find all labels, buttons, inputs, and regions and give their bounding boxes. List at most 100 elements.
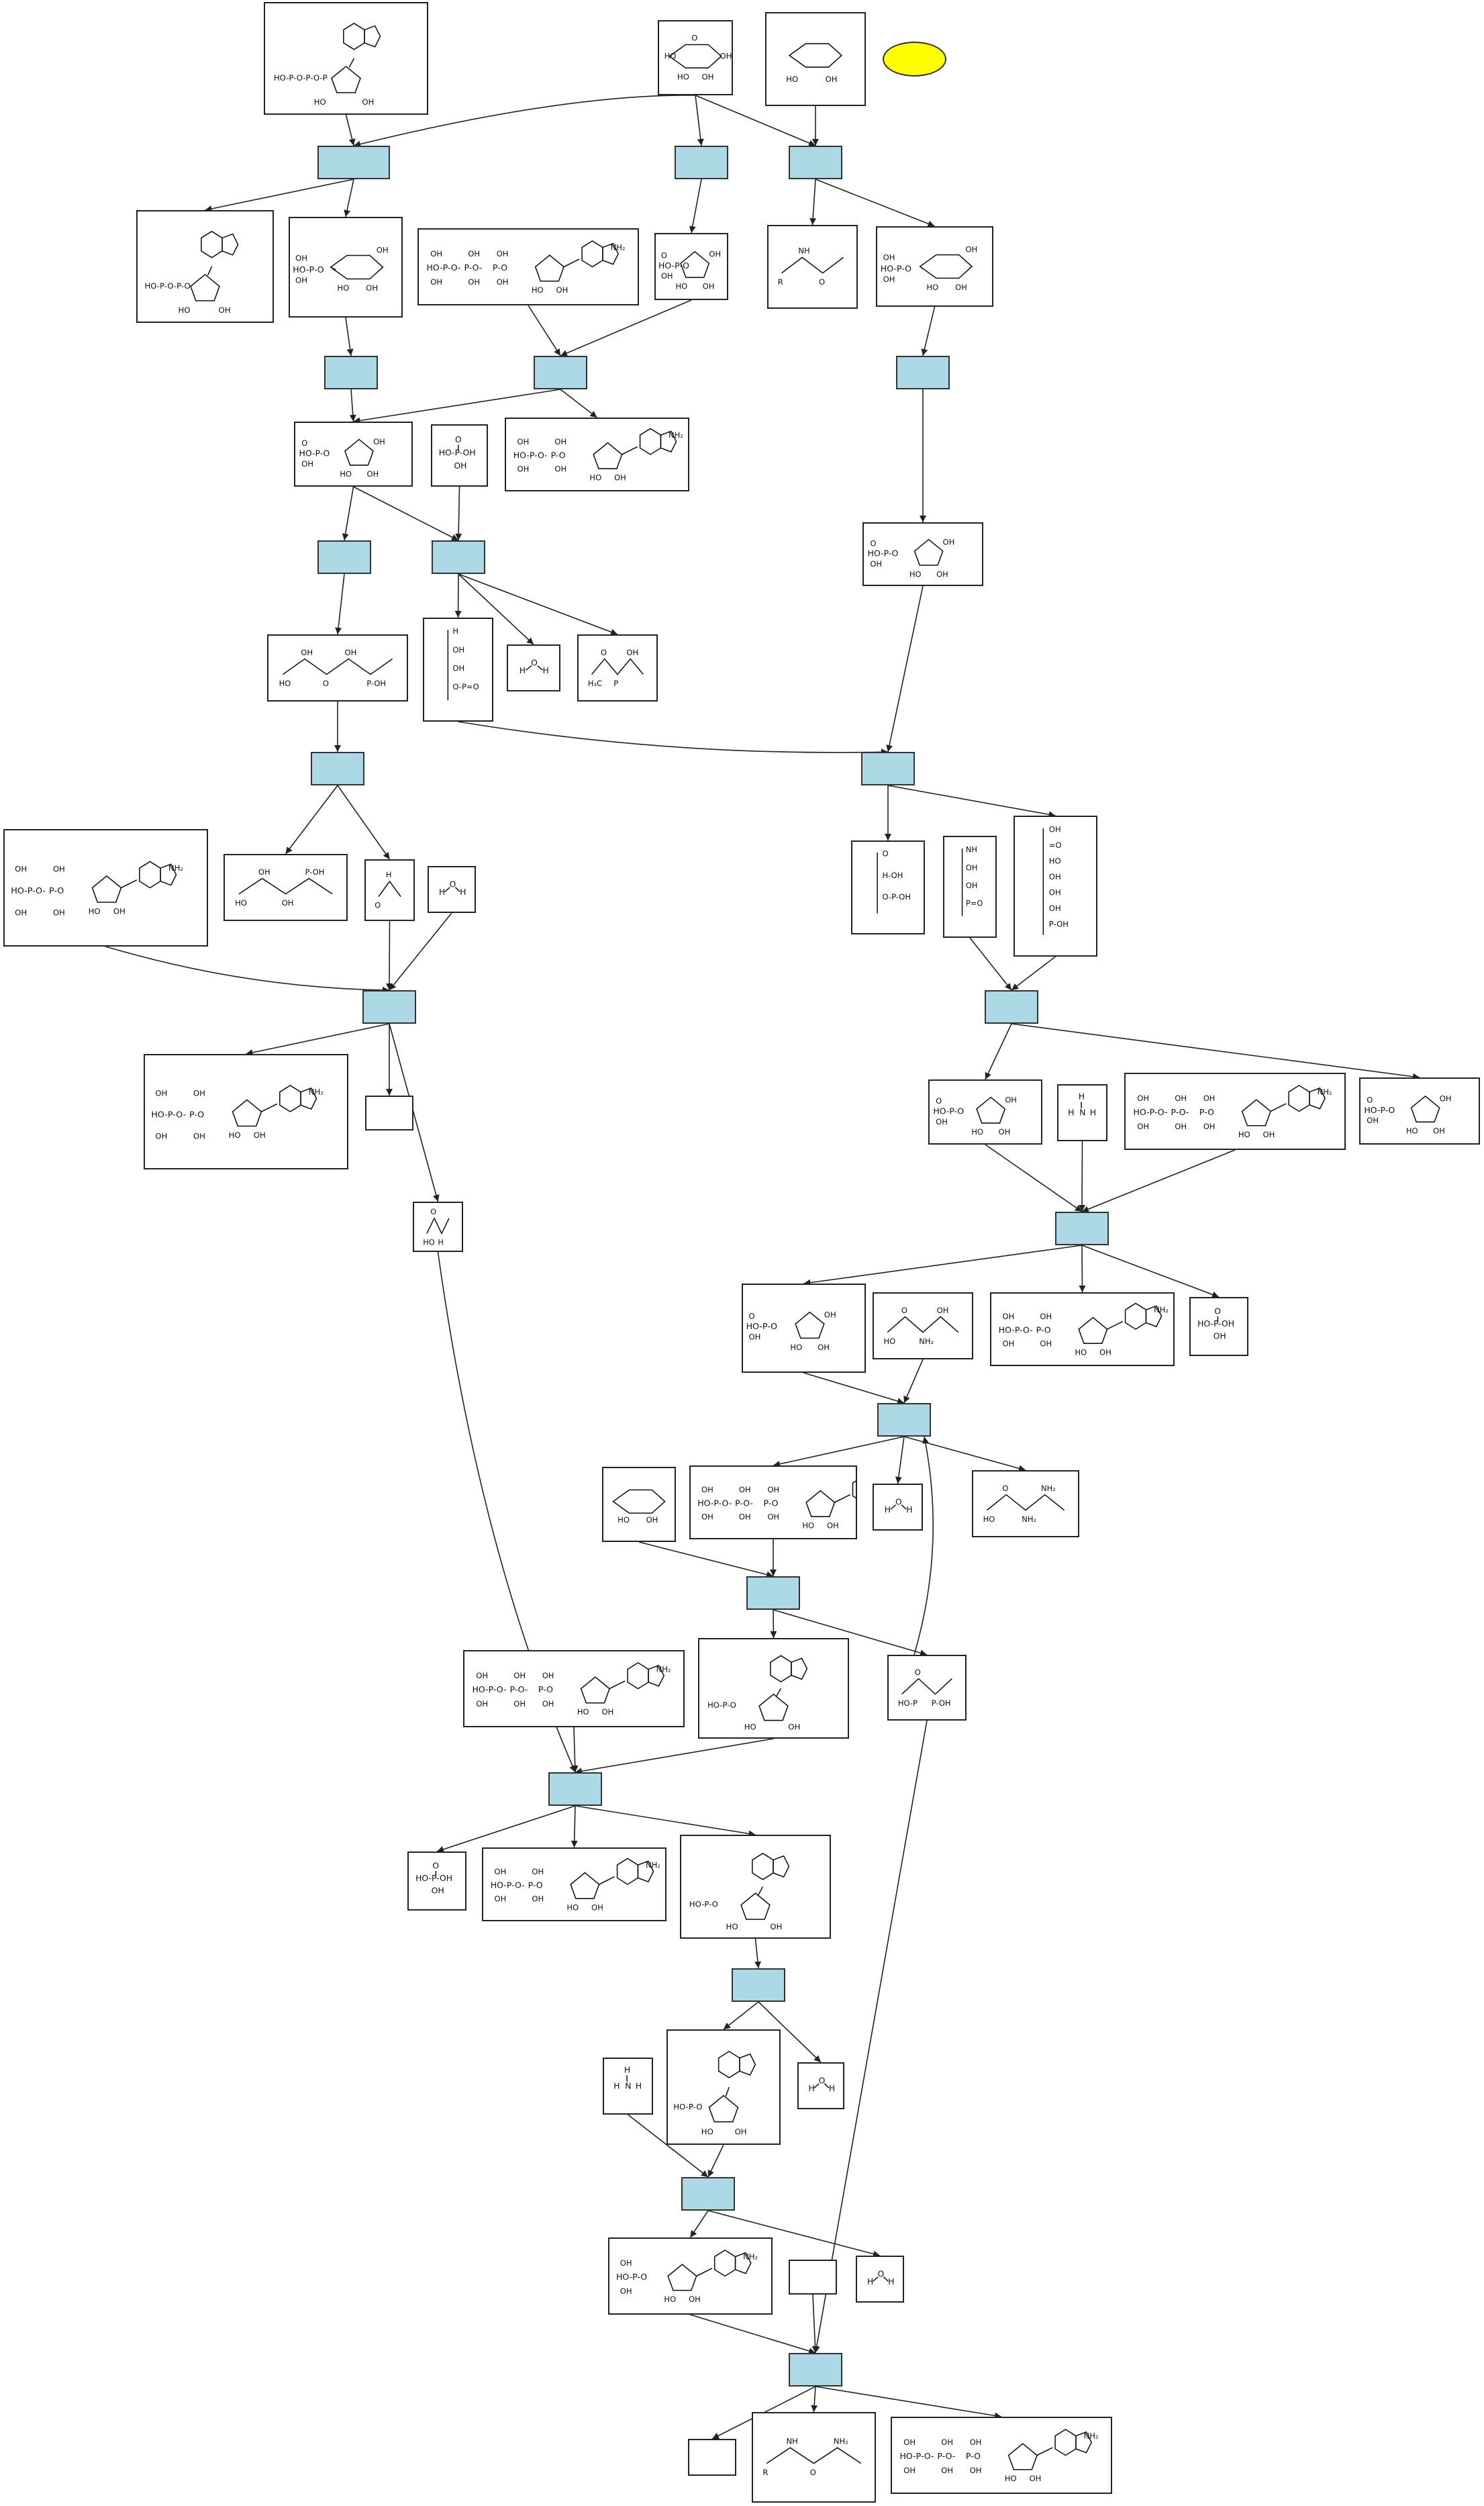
svg-text:OH: OH [970,2466,982,2475]
svg-text:P-OH: P-OH [366,679,386,688]
reaction-edge [886,585,924,753]
reaction-r01072-node[interactable] [877,1403,931,1437]
compound-blank-box[interactable] [688,2439,736,2476]
reaction-edge [1011,956,1056,991]
reaction-edge [436,1805,576,1853]
reaction-r01127-node[interactable] [732,1968,785,2002]
reaction-r06590-node[interactable] [985,990,1038,1024]
reaction-edge [353,95,696,148]
highlight-compound-ellipse[interactable] [883,42,946,77]
svg-text:HO-P-OH: HO-P-OH [439,448,476,458]
reaction-edge [815,179,935,227]
reaction-r00181-node[interactable] [681,2177,735,2211]
svg-text:O-P-OH: O-P-OH [883,892,911,902]
compound-c04051-box[interactable]: HO OH [602,1467,676,1542]
reaction-r01053-node[interactable] [1055,1212,1109,1245]
svg-text:OH: OH [646,1515,658,1525]
reaction-r03876-node[interactable] [789,2353,842,2387]
reaction-r00761-node[interactable] [432,540,485,574]
reaction-r02738-node[interactable] [789,146,842,179]
svg-text:NH₂: NH₂ [919,1337,934,1346]
svg-text:HO: HO [617,1515,630,1525]
reaction-edge [560,299,692,356]
compound-blank-box[interactable] [789,2260,837,2295]
reaction-r00771-node[interactable] [324,356,378,389]
reaction-r04378-node[interactable] [746,1576,800,1610]
svg-text:P-OH: P-OH [932,1698,951,1708]
reaction-r00307-node[interactable] [675,146,728,179]
svg-text:OH: OH [903,2438,916,2447]
svg-text:O-P=O: O-P=O [452,682,479,691]
svg-text:O: O [661,251,667,260]
svg-text:OH: OH [1002,1339,1014,1348]
reaction-r02740-node[interactable] [896,356,950,389]
reaction-edge [895,1436,905,1484]
svg-text:O: O [1002,1484,1008,1493]
reaction-r00725-node[interactable] [317,146,390,179]
svg-text:HO-P-O: HO-P-O [616,2272,647,2282]
reaction-r06975-node[interactable] [548,1772,602,1806]
reaction-r00604-node[interactable] [362,990,416,1024]
reaction-edge [353,486,459,541]
reaction-r01827-node[interactable] [861,752,915,785]
reaction-r00760-node[interactable] [534,356,587,389]
reaction-edge [689,2210,709,2238]
reaction-r05339-node[interactable] [317,540,371,574]
compound-c00080-box[interactable] [365,1096,413,1130]
reaction-r05338-node[interactable] [311,752,364,785]
svg-text:OH: OH [430,249,442,258]
svg-text:H: H [543,666,549,675]
